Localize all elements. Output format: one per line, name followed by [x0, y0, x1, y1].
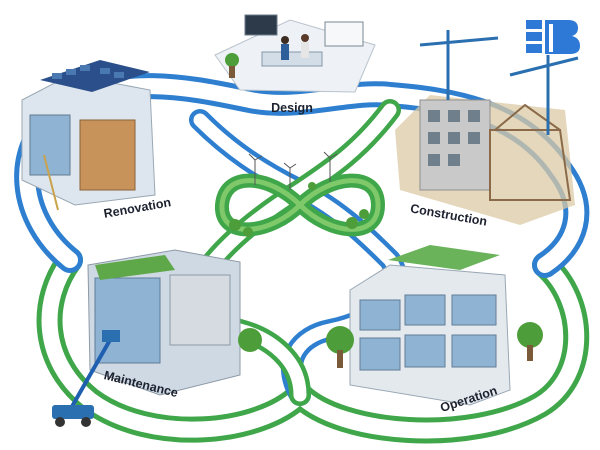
construction-scene: [395, 30, 579, 225]
stage-label-design: Design: [271, 101, 313, 115]
tree-icon: [229, 182, 369, 237]
crane-icon: [419, 30, 579, 135]
maintenance-scene: [52, 249, 262, 427]
operation-scene: [326, 245, 543, 406]
building-blocks-logo: [526, 20, 580, 54]
infinity-loop-icon: [215, 151, 386, 237]
renovation-scene: [21, 60, 156, 211]
design-scene: [214, 14, 376, 93]
boom-lift-icon: [52, 330, 120, 427]
wind-turbine-icon: [248, 151, 338, 190]
